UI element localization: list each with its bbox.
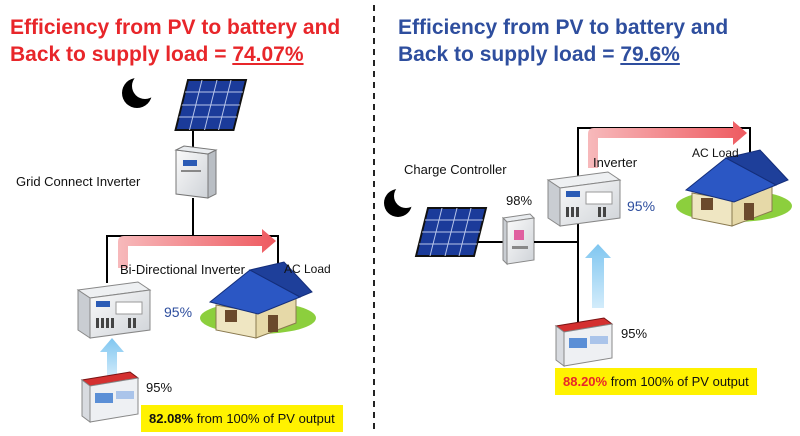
house-right <box>676 149 792 227</box>
inverter-right <box>546 171 622 227</box>
right-result-box: 88.20% from 100% of PV output <box>555 368 757 395</box>
charge-controller <box>501 213 536 266</box>
house-left <box>200 261 316 339</box>
left-title-prefix: Back to supply load = <box>10 43 233 66</box>
left-inverter-efficiency: 95% <box>164 304 193 320</box>
bidirectional-inverter <box>76 281 152 339</box>
moon-icon-left <box>122 73 158 108</box>
right-ac-load-label: AC Load <box>692 146 739 160</box>
left-result-suffix: from 100% of PV output <box>193 411 335 426</box>
right-inverter-label: Inverter <box>593 155 638 170</box>
right-title-value: 79.6% <box>620 43 680 66</box>
solar-panel-left <box>174 79 248 131</box>
right-battery-efficiency: 95% <box>621 326 648 341</box>
grid-inverter-label: Grid Connect Inverter <box>16 174 141 189</box>
left-result-value: 82.08% <box>149 411 194 426</box>
left-title-line2: Back to supply load = 74.07% <box>10 41 340 68</box>
battery-arrow-right <box>585 244 611 308</box>
right-title-line2: Back to supply load = 79.6% <box>398 41 728 68</box>
grid-connect-inverter <box>174 145 218 199</box>
charge-controller-efficiency: 98% <box>506 193 533 208</box>
bidirectional-inverter-label: Bi-Directional Inverter <box>120 262 245 277</box>
right-result-suffix: from 100% of PV output <box>607 374 749 389</box>
moon-icon-right <box>384 184 418 217</box>
flow-arrow-left <box>118 229 276 268</box>
right-result-value: 88.20% <box>563 374 608 389</box>
solar-panel-right <box>414 207 488 257</box>
left-battery-efficiency: 95% <box>146 380 173 395</box>
left-title-value: 74.07% <box>232 43 304 66</box>
right-title-line1: Efficiency from PV to battery and <box>398 16 729 39</box>
left-title-line1: Efficiency from PV to battery and <box>10 16 341 39</box>
right-title-prefix: Back to supply load = <box>398 43 621 66</box>
battery-left <box>80 371 140 423</box>
left-title: Efficiency from PV to battery and Back t… <box>10 14 340 68</box>
charge-controller-label: Charge Controller <box>404 162 507 177</box>
right-inverter-efficiency: 95% <box>627 198 656 214</box>
left-ac-load-label: AC Load <box>284 262 331 276</box>
left-result-box: 82.08% from 100% of PV output <box>141 405 343 432</box>
battery-right <box>554 317 614 367</box>
flow-arrow-right <box>588 121 747 168</box>
battery-arrow-left <box>100 338 124 378</box>
right-title: Efficiency from PV to battery and Back t… <box>398 14 728 68</box>
